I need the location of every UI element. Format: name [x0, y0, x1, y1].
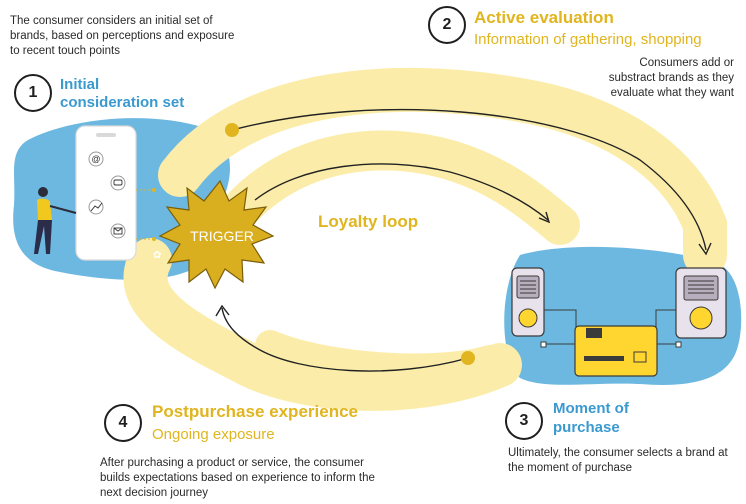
- step-1-title-line2: consideration set: [60, 94, 185, 111]
- loyalty-loop-label: Loyalty loop: [318, 212, 419, 231]
- svg-text:@: @: [91, 154, 100, 164]
- intro-text: The consumer considers an initial set of…: [10, 15, 235, 57]
- step-3-title-line1: Moment of: [553, 400, 629, 417]
- step-2-subtitle: Information of gathering, shopping: [474, 31, 702, 48]
- inner-loop-band: [225, 130, 580, 245]
- step-1-badge: 1: [14, 74, 52, 112]
- phone-illustration: @ ✿: [75, 125, 161, 261]
- arrow-back-to-trigger: [215, 304, 469, 372]
- card-reader-large: [675, 267, 727, 339]
- lower-loop-band: [123, 238, 522, 411]
- step-4-subtitle: Ongoing exposure: [152, 426, 275, 443]
- step-3-badge: 3: [505, 402, 543, 440]
- chat-icon: [110, 175, 126, 191]
- person-illustration: [34, 187, 77, 254]
- card-reader-small: [511, 267, 545, 337]
- step-1-title-line1: Initial: [60, 76, 100, 93]
- arrow-to-evaluation: [231, 108, 712, 256]
- outer-loop-band: [158, 67, 727, 277]
- step-3-description: Ultimately, the consumer selects a brand…: [508, 447, 728, 474]
- step-2-title: Active evaluation: [474, 8, 614, 27]
- at-sign-icon: [88, 151, 104, 167]
- trigger-starburst: [158, 179, 275, 290]
- step-2-badge: 2: [428, 6, 466, 44]
- svg-text:✿: ✿: [153, 250, 161, 261]
- step-3-title-line2: purchase: [553, 419, 620, 436]
- step-2-description: Consumers add or substract brands as the…: [608, 57, 734, 99]
- trigger-label: TRIGGER: [190, 228, 254, 244]
- device-connectors: [540, 309, 682, 348]
- step-4-description: After purchasing a product or service, t…: [100, 457, 375, 499]
- credit-card: [574, 325, 658, 377]
- arrow-start-dot-top: [225, 123, 239, 137]
- step-4-title: Postpurchase experience: [152, 402, 358, 421]
- arrow-start-dot-bottom: [461, 351, 475, 365]
- step-4-badge: 4: [104, 404, 142, 442]
- arrow-loyalty-inner: [254, 163, 551, 224]
